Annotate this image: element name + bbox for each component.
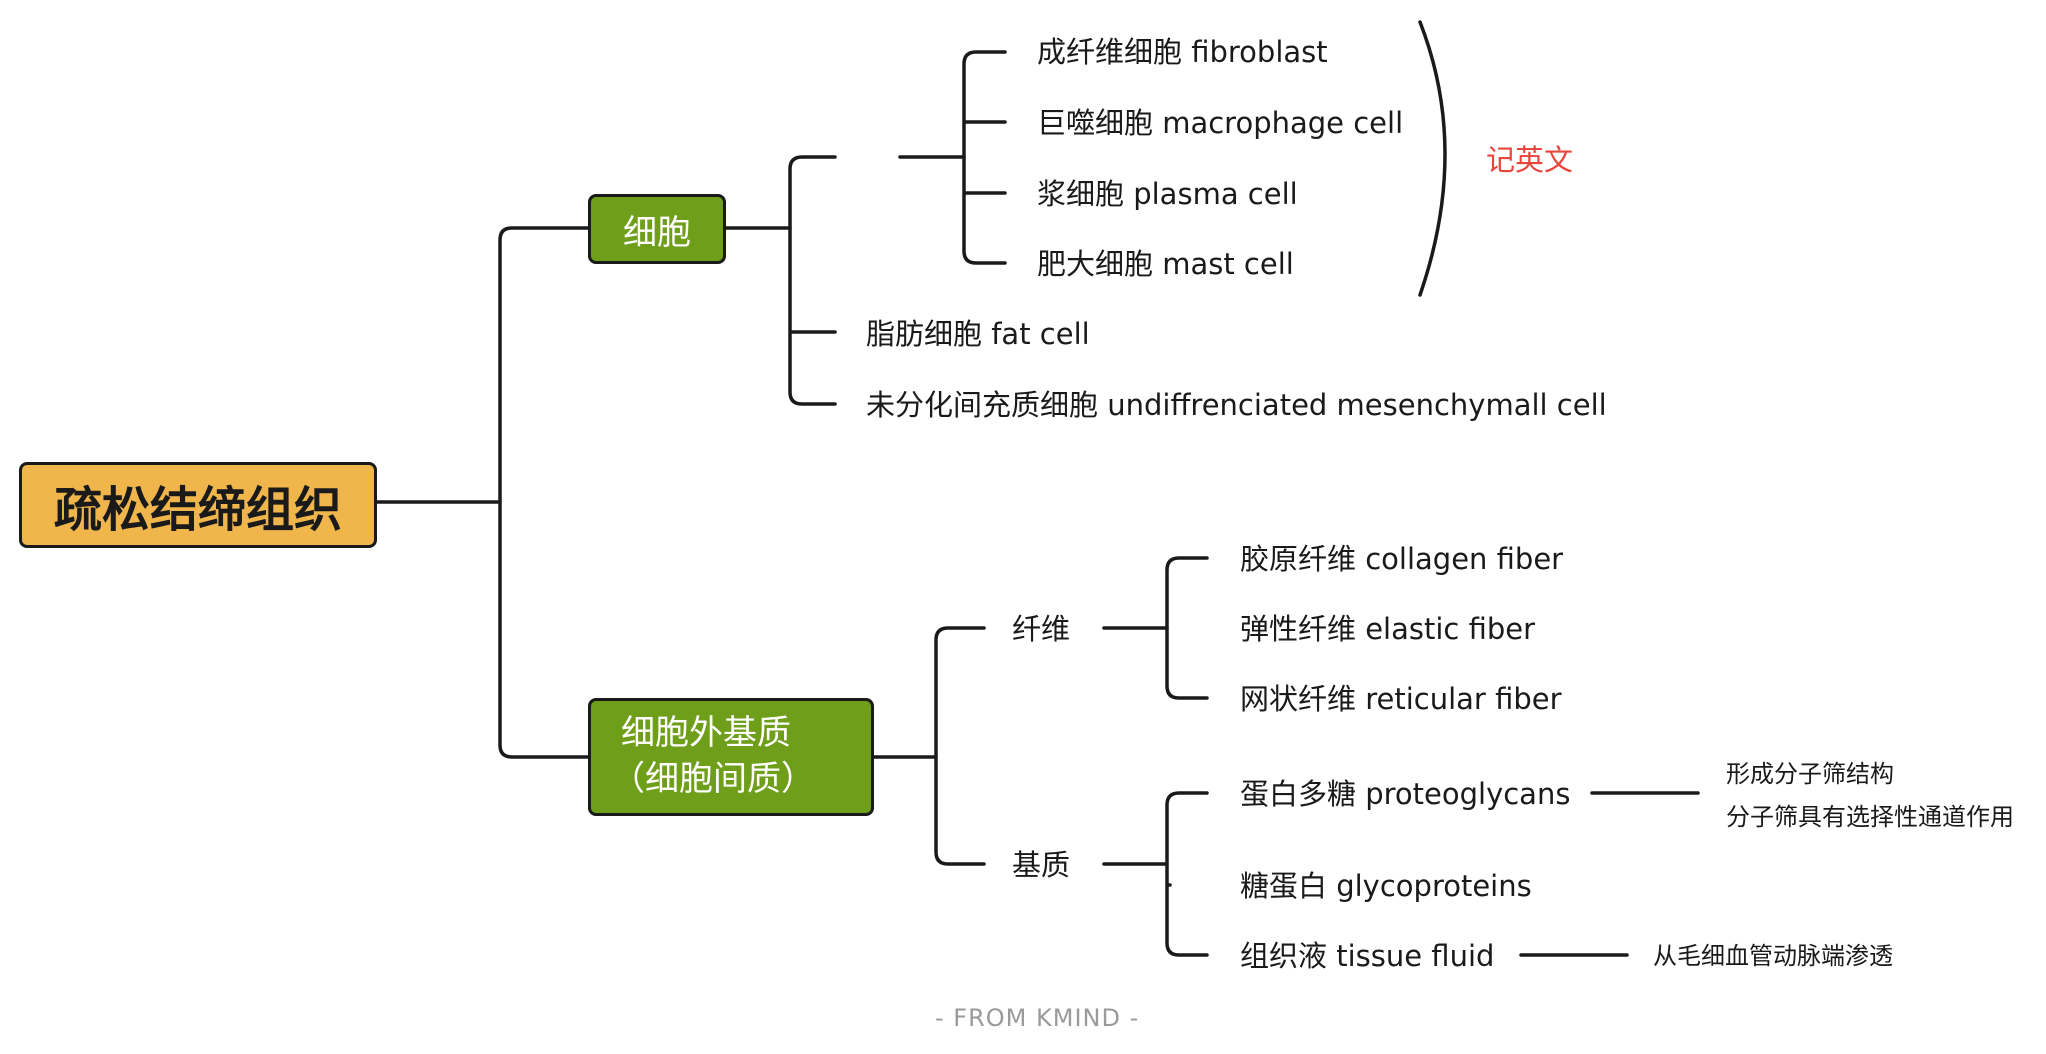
ecm-label-line2: （细胞间质） <box>611 759 815 799</box>
proteoglycans-note-1[interactable]: 形成分子筛结构 <box>1726 760 1894 788</box>
cell-plasma[interactable]: 浆细胞 plasma cell <box>1037 177 1298 211</box>
connector-cells-branches <box>788 155 837 406</box>
connector-ecm-branches <box>934 626 986 866</box>
tissue-fluid-note[interactable]: 从毛细血管动脉端渗透 <box>1653 942 1893 970</box>
ecm-node[interactable]: 细胞外基质 （细胞间质） <box>588 698 874 816</box>
matrix-glycoproteins[interactable]: 糖蛋白 glycoproteins <box>1240 869 1532 903</box>
connector-fiber-items <box>1165 556 1209 700</box>
cell-fat[interactable]: 脂肪细胞 fat cell <box>866 317 1090 351</box>
cells-node[interactable]: 细胞 <box>588 194 726 264</box>
group-note[interactable]: 记英文 <box>1486 143 1574 177</box>
cell-mast[interactable]: 肥大细胞 mast cell <box>1037 247 1294 281</box>
fiber-collagen[interactable]: 胶原纤维 collagen fiber <box>1240 542 1564 576</box>
matrix-tissue-fluid[interactable]: 组织液 tissue fluid <box>1240 939 1495 973</box>
root-label: 疏松结缔组织 <box>53 482 342 538</box>
fiber-elastic[interactable]: 弹性纤维 elastic fiber <box>1240 612 1536 646</box>
matrix-label[interactable]: 基质 <box>1012 848 1071 882</box>
matrix-proteoglycans[interactable]: 蛋白多糖 proteoglycans <box>1240 777 1571 811</box>
fiber-label[interactable]: 纤维 <box>1012 612 1071 646</box>
root-node[interactable]: 疏松结缔组织 <box>19 462 377 548</box>
ecm-label-line1: 细胞外基质 <box>621 713 791 754</box>
fiber-reticular[interactable]: 网状纤维 reticular fiber <box>1240 682 1562 716</box>
proteoglycans-note-2[interactable]: 分子筛具有选择性通道作用 <box>1726 803 2014 831</box>
cell-mesenchymal[interactable]: 未分化间充质细胞 undiffrenciated mesenchymall ce… <box>866 388 1607 422</box>
connector-root-branches <box>498 226 590 759</box>
group-bracket <box>1418 20 1447 297</box>
cells-label: 细胞 <box>623 212 691 253</box>
connector-cell-group-items <box>962 50 1007 265</box>
cell-fibroblast[interactable]: 成纤维细胞 fibroblast <box>1037 35 1328 69</box>
footer-watermark: - FROM KMIND - <box>935 1004 1140 1032</box>
cell-macrophage[interactable]: 巨噬细胞 macrophage cell <box>1037 106 1404 140</box>
connector-matrix-items <box>1165 791 1209 957</box>
